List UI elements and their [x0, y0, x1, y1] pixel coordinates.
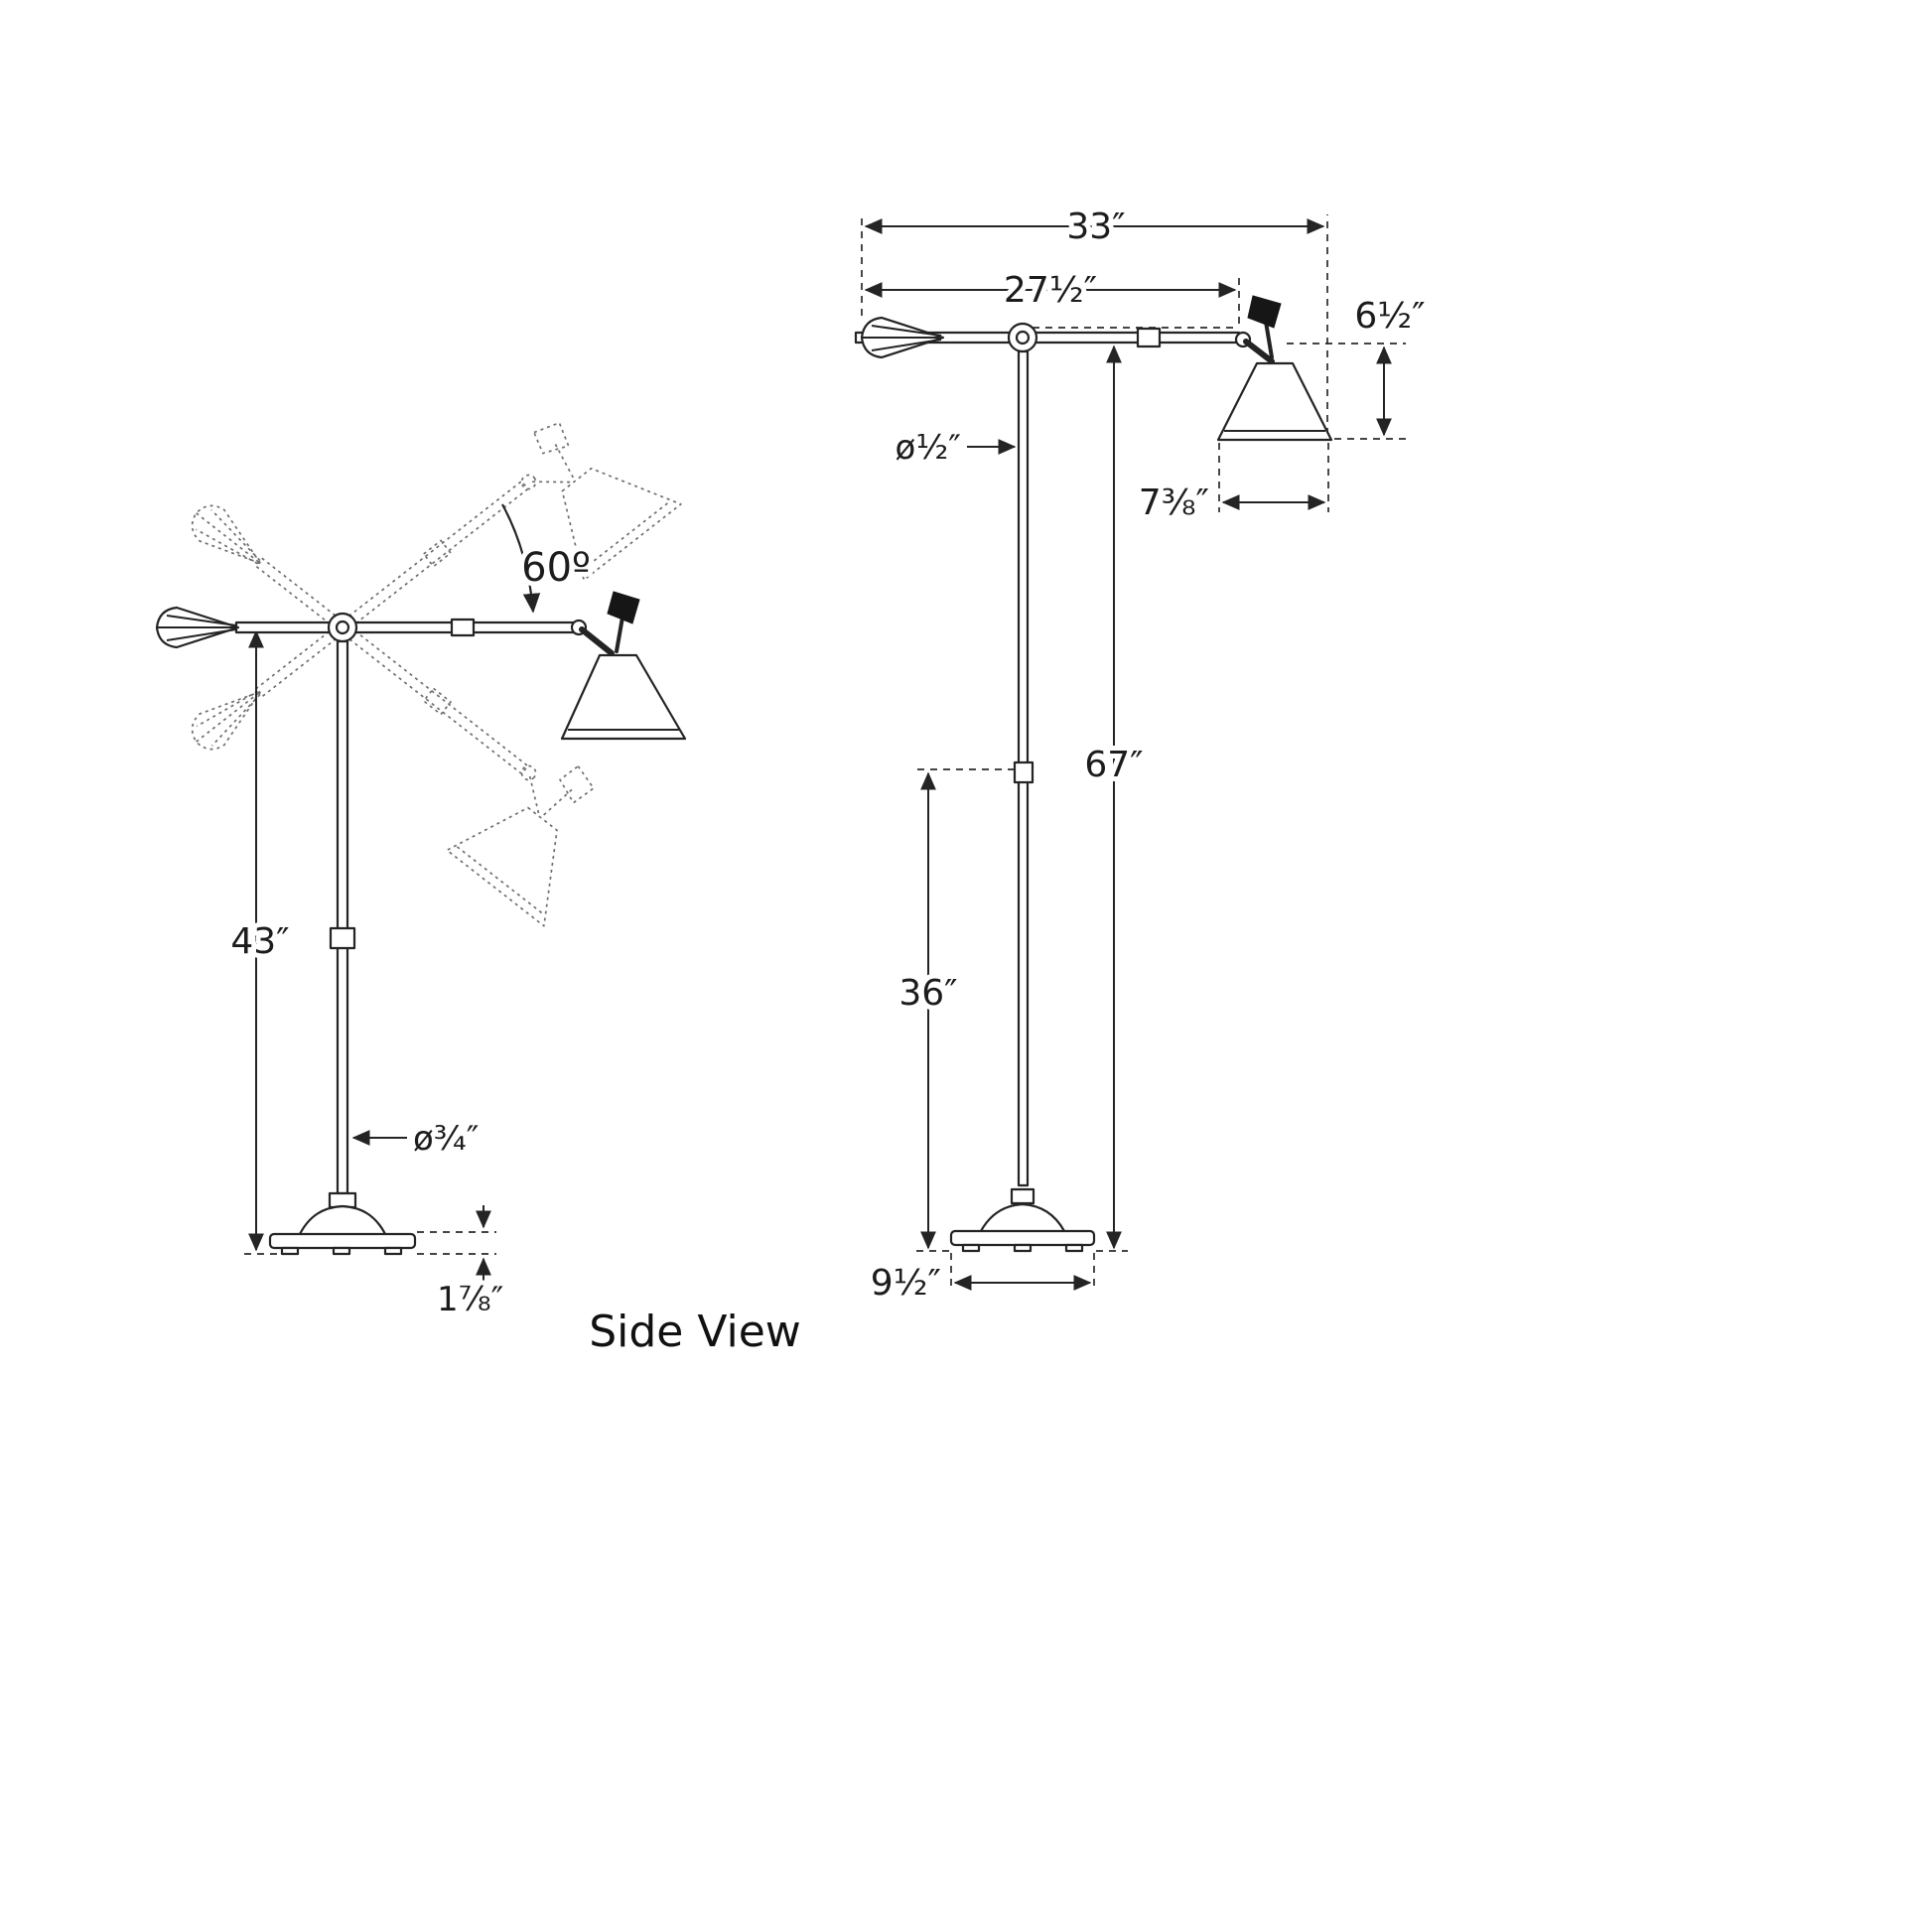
label-arm-diameter: ø½″: [896, 428, 961, 468]
adjust-knob: [607, 591, 640, 624]
pole-joint: [1013, 760, 1035, 784]
shade-link: [1243, 339, 1275, 364]
arm-joint: [450, 618, 476, 637]
lamp-shade: [560, 653, 687, 741]
dim-base-diameter: 9½″: [866, 1258, 1092, 1309]
base-foot: [1013, 1243, 1033, 1253]
dim-pole-diameter: ø¾″: [351, 1114, 483, 1164]
dim-swing-angle: 60º: [501, 503, 596, 614]
dotted-arm-raised: [173, 387, 682, 831]
pole-joint: [329, 926, 356, 950]
base-plinth: [268, 1232, 417, 1250]
label-overall-reach: 33″: [1066, 207, 1125, 247]
counterweight-rib: [166, 628, 237, 641]
balance-arm: [234, 621, 576, 634]
pivot-hub-center: [335, 620, 350, 635]
base-foot: [1064, 1243, 1084, 1253]
dim-pole-height: 43″: [225, 629, 295, 1252]
label-shade-diameter: 7⅜″: [1139, 483, 1209, 523]
dim-shade-diameter: 7⅜″: [1134, 478, 1326, 528]
label-pole-diameter: ø¾″: [413, 1119, 479, 1159]
dim-lower-pole-height: 36″: [894, 771, 963, 1250]
dim-overall-reach: 33″: [864, 202, 1325, 252]
right-lamp: [854, 295, 1333, 1253]
base-foot: [332, 1246, 351, 1256]
base-foot: [383, 1246, 403, 1256]
label-base-height: 1⅞″: [437, 1280, 503, 1319]
label-swing-angle: 60º: [521, 545, 591, 591]
base-dome: [979, 1202, 1066, 1233]
pole-foot-collar: [1010, 1187, 1035, 1205]
pivot-hub-center: [1015, 330, 1031, 345]
base-dome: [298, 1204, 387, 1236]
view-caption: Side View: [589, 1307, 801, 1357]
left-figure: 43″ 1⅞″ ø¾″ 60º: [126, 387, 687, 1324]
label-shade-height: 6½″: [1354, 296, 1425, 337]
counterweight-rib: [871, 339, 942, 351]
shade-link: [579, 626, 615, 656]
label-base-diameter: 9½″: [871, 1263, 941, 1304]
adjust-knob: [1247, 295, 1282, 329]
label-pole-height: 43″: [230, 921, 289, 962]
left-lamp: [155, 591, 687, 1256]
label-lower-pole-height: 36″: [898, 973, 957, 1014]
lamp-pole: [336, 639, 349, 1195]
dim-shade-height: 6½″: [1349, 291, 1431, 437]
dim-overall-height: 67″: [1079, 345, 1149, 1250]
arm-joint: [1136, 327, 1162, 348]
base-foot: [961, 1243, 981, 1253]
right-figure: 33″ 27½″ 6½″ 7⅜″ ø½″ 67″ 3: [854, 202, 1431, 1309]
dim-arm-length: 27½″: [864, 265, 1237, 316]
dim-arm-diameter: ø½″: [891, 423, 1017, 473]
base-plinth: [949, 1229, 1096, 1247]
label-arm-length: 27½″: [1004, 270, 1097, 311]
counterweight-rib: [871, 325, 942, 337]
dim-base-height: 1⅞″: [432, 1205, 508, 1324]
label-overall-height: 67″: [1084, 745, 1143, 785]
lamp-shade: [1216, 361, 1333, 442]
counterweight-rib: [166, 615, 237, 626]
base-foot: [280, 1246, 300, 1256]
